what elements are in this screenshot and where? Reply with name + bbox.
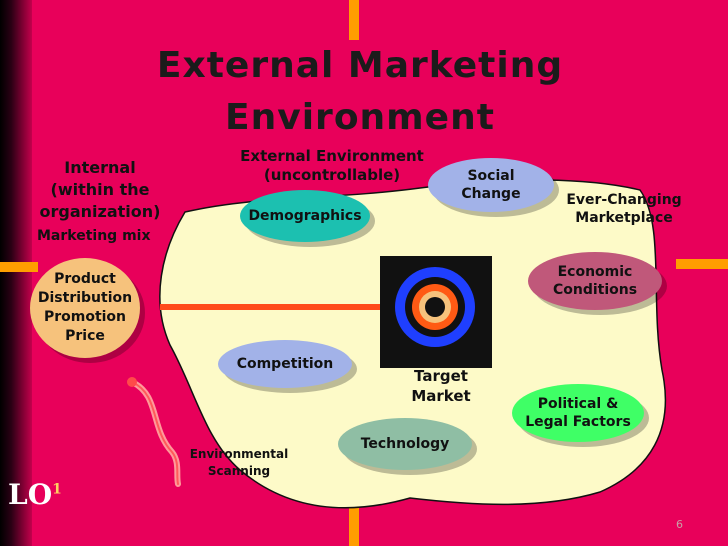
ever-changing-line-1: Ever-Changing (566, 192, 682, 208)
social-line-1: Social (467, 168, 515, 184)
internal-line-3: organization) (39, 202, 161, 221)
scanning-line-2: Scanning (207, 464, 271, 478)
demographics-label: Demographics (248, 208, 362, 224)
target-icon (380, 256, 492, 368)
economic-conditions-oval: Economic Conditions (528, 252, 662, 310)
title-line-2: Environment (225, 97, 495, 138)
page-number: 6 (676, 518, 683, 531)
ever-changing-label: Ever-Changing Marketplace (556, 191, 692, 227)
competition-label: Competition (236, 356, 334, 372)
mix-product: Product (54, 271, 116, 287)
orange-tick-right (676, 259, 728, 269)
target-line-2: Market (411, 387, 471, 405)
economic-line-1: Economic (557, 264, 633, 280)
learning-objective-label: LO1 (8, 478, 62, 511)
marketing-mix-oval: Product Distribution Promotion Price (30, 258, 140, 358)
mix-price: Price (65, 328, 105, 344)
technology-oval: Technology (338, 418, 472, 470)
demographics-oval: Demographics (240, 190, 370, 242)
lo-text: LO (8, 478, 53, 511)
target-market-label: Target Market (396, 366, 486, 406)
orange-tick-top (349, 0, 359, 40)
external-env-line-2: (uncontrollable) (263, 166, 401, 184)
page-title: External Marketing Environment (110, 40, 610, 144)
internal-label: Internal (within the organization) (30, 157, 170, 223)
external-environment-label: External Environment (uncontrollable) (222, 147, 442, 185)
political-line-2: Legal Factors (525, 414, 631, 430)
social-line-2: Change (461, 186, 521, 202)
environmental-scanning-label: Environmental Scanning (180, 446, 298, 480)
orange-tick-bottom (349, 505, 359, 546)
technology-label: Technology (360, 436, 450, 452)
marketing-mix-label: Marketing mix (37, 228, 151, 244)
ever-changing-line-2: Marketplace (575, 210, 673, 226)
orange-tick-left (0, 262, 38, 272)
internal-line-1: Internal (64, 158, 136, 177)
scanning-curve (129, 379, 181, 487)
external-env-line-1: External Environment (240, 147, 424, 165)
political-line-1: Political & (537, 396, 619, 412)
scanning-line-1: Environmental (189, 447, 289, 461)
lo-number: 1 (52, 481, 62, 498)
social-change-oval: Social Change (428, 158, 554, 212)
political-legal-oval: Political & Legal Factors (512, 384, 644, 442)
economic-line-2: Conditions (552, 282, 638, 298)
mix-distribution: Distribution (37, 290, 133, 306)
internal-line-2: (within the (50, 180, 150, 199)
competition-oval: Competition (218, 340, 352, 388)
target-line-1: Target (414, 367, 468, 385)
title-line-1: External Marketing (156, 45, 564, 86)
mix-promotion: Promotion (43, 309, 127, 325)
left-gradient-band (0, 0, 32, 546)
